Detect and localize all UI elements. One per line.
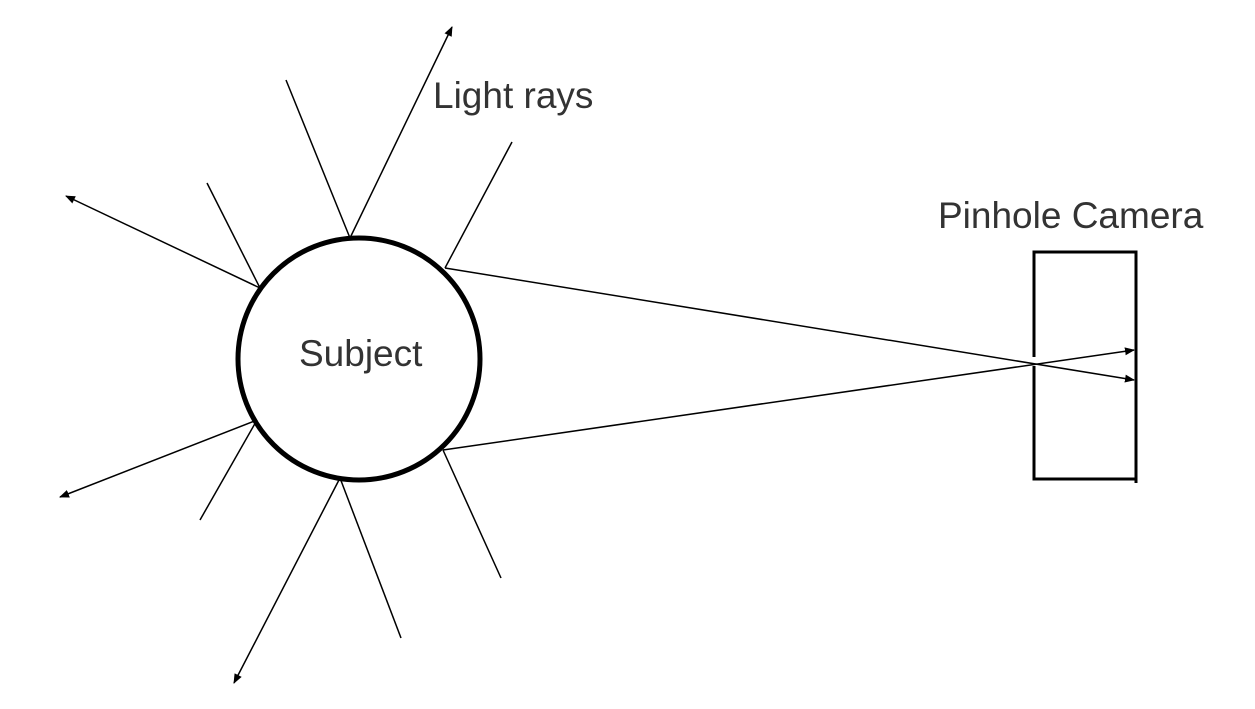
- camera-box-outline: [1032, 250, 1138, 483]
- light-ray: [444, 141, 513, 269]
- arrow-ray-group: [59, 26, 1135, 684]
- light-rays-label: Light rays: [433, 75, 593, 116]
- light-ray: [206, 182, 261, 289]
- subject-label: Subject: [299, 333, 423, 374]
- light-ray: [339, 477, 402, 639]
- arrow-ray: [349, 26, 453, 239]
- light-ray-group: [199, 79, 513, 639]
- subject-circle: [235, 235, 483, 483]
- arrow-ray: [444, 267, 1135, 383]
- light-ray: [285, 79, 351, 239]
- arrow-ray: [59, 419, 258, 498]
- light-ray: [199, 419, 258, 521]
- arrow-ray: [442, 347, 1135, 451]
- camera-label: Pinhole Camera: [938, 195, 1204, 236]
- pinhole-camera-box: [1032, 250, 1138, 483]
- light-ray: [442, 449, 502, 579]
- arrow-ray: [233, 477, 341, 684]
- arrow-ray: [65, 195, 261, 289]
